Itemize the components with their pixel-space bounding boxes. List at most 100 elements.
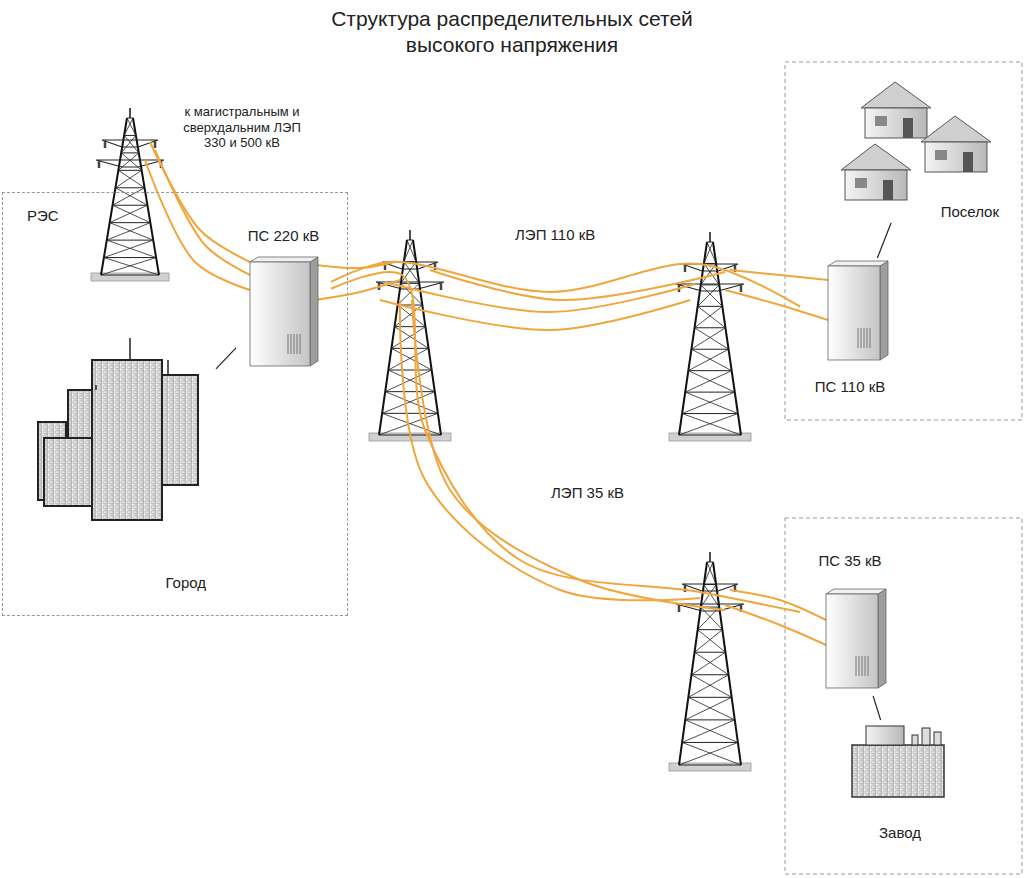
drawing-line (401, 262, 416, 284)
drawing-g (826, 589, 886, 688)
drawing-path (155, 150, 250, 275)
drawing-line (101, 258, 156, 275)
drawing-line (124, 135, 136, 136)
drawing-line (684, 264, 687, 272)
drawing-rect (912, 735, 918, 745)
drawing-line (685, 371, 731, 392)
region-box: РЭСПС 220 кВГород (2, 192, 348, 616)
drawing-line (385, 391, 435, 392)
node-label: ПС 110 кВ (815, 378, 885, 396)
line-label: ЛЭП 110 кВ (512, 226, 598, 244)
drawing-line (129, 338, 131, 360)
drawing-line (388, 370, 434, 392)
drawing-path (430, 270, 725, 300)
drawing-rect (162, 375, 198, 485)
drawing-line (382, 392, 435, 414)
drawing-rect (883, 180, 893, 200)
drawing-rect (92, 360, 162, 520)
drawing-path (145, 160, 250, 290)
drawing-path (385, 282, 695, 312)
drawing-line (127, 118, 133, 119)
drawing-line (291, 334, 292, 354)
drawing-line (154, 140, 157, 148)
drawing-line (698, 306, 723, 307)
power-line (331, 272, 800, 612)
drawing-g (861, 82, 931, 138)
drawing-rect (785, 518, 1022, 874)
substation-box: ПС 35 кВ (800, 548, 900, 696)
drawing-line (858, 328, 859, 348)
drawing-rect (785, 62, 1022, 420)
drawing-line (121, 153, 141, 170)
drawing-line (118, 153, 138, 170)
feeder-line (873, 696, 881, 720)
drawing-line (685, 697, 731, 720)
drawing-rect (826, 594, 878, 688)
drawing-line (682, 742, 738, 743)
drawing-line (118, 170, 141, 171)
drawing-line (868, 656, 869, 676)
drawing-line (688, 371, 734, 392)
drawing-polygon (826, 589, 886, 594)
diagram-title: Структура распределительных сетей высоко… (312, 6, 712, 59)
node-label: Завод (879, 824, 921, 842)
drawing-line (698, 630, 726, 653)
drawing-line (167, 360, 169, 375)
village-box: Поселок (835, 75, 1005, 223)
drawing-line (678, 604, 681, 612)
drawing-line (124, 135, 139, 152)
drawing-line (679, 765, 741, 766)
feeder-line (216, 348, 236, 369)
drawing-line (682, 414, 741, 435)
drawing-line (695, 652, 726, 653)
feeder-line (877, 223, 891, 258)
drawing-line (95, 385, 97, 390)
drawing-line (682, 720, 735, 743)
drawing-polygon (250, 257, 318, 262)
substation-box: ПС 220 кВ (236, 223, 331, 373)
drawing-polygon (921, 116, 991, 142)
factory-box: Завод (840, 720, 960, 844)
drawing-g (921, 116, 991, 172)
drawing-line (101, 118, 127, 275)
drawing-path (412, 300, 725, 610)
drawing-g (91, 108, 169, 281)
drawing-line (691, 349, 728, 350)
drawing-g (250, 257, 318, 366)
drawing-rect (963, 152, 973, 172)
drawing-line (688, 349, 728, 370)
drawing-line (682, 742, 741, 765)
drawing-polygon (861, 82, 931, 108)
node-label: Поселок (941, 203, 999, 221)
drawing-line (104, 240, 153, 257)
drawing-line (401, 283, 419, 284)
drawing-line (440, 282, 443, 290)
drawing-g (828, 261, 888, 360)
drawing-rect (852, 745, 944, 797)
drawing-line (113, 205, 148, 206)
drawing-line (688, 697, 731, 698)
drawing-g (841, 144, 911, 200)
drawing-line (121, 135, 136, 152)
node-label: ПС 220 кВ (248, 227, 320, 245)
drawing-line (695, 328, 729, 349)
drawing-line (865, 656, 866, 676)
drawing-line (695, 630, 723, 653)
drawing-line (688, 370, 731, 371)
drawing-path (725, 290, 828, 320)
drawing-g (369, 230, 451, 441)
drawing-line (704, 562, 713, 585)
drawing-line (713, 562, 741, 765)
drawing-line (685, 392, 738, 413)
drawing-line (382, 413, 438, 414)
drawing-line (107, 223, 151, 240)
drawing-line (107, 240, 156, 257)
drawing-line (707, 242, 713, 243)
drawing-line (407, 240, 413, 241)
drawing-line (709, 232, 711, 242)
drawing-line (121, 152, 139, 153)
drawing-line (870, 328, 871, 348)
drawing-line (385, 392, 438, 414)
drawing-line (404, 240, 413, 262)
